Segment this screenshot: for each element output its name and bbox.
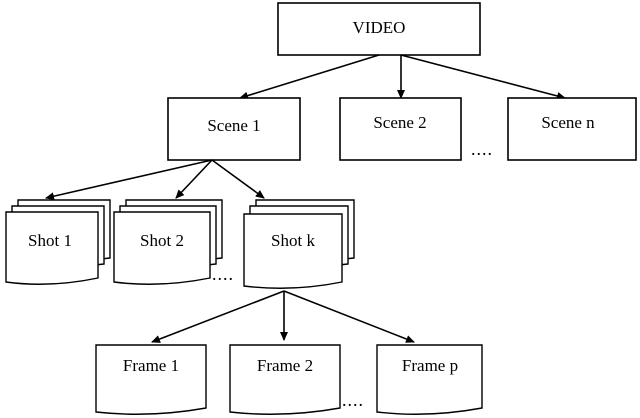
arrow-video-scenen	[400, 54, 566, 100]
frame-1-label: Frame 1	[123, 356, 179, 375]
video-label: VIDEO	[353, 18, 406, 37]
frame-p-label: Frame p	[402, 356, 458, 375]
shot-ellipsis: ....	[212, 264, 234, 284]
shot-2-label: Shot 2	[140, 231, 184, 250]
frame-1-node: Frame 1	[95, 344, 207, 415]
scene-1-label: Scene 1	[207, 116, 260, 135]
frame-ellipsis: ....	[342, 390, 364, 410]
video-node: VIDEO	[277, 2, 481, 56]
scene-ellipsis: ....	[471, 139, 493, 159]
frame-p-node: Frame p	[376, 344, 483, 415]
frame-2-label: Frame 2	[257, 356, 313, 375]
arrow-scene1-shot1	[45, 159, 213, 201]
frame-2-node: Frame 2	[229, 344, 341, 415]
shot-k-node: Shot k	[243, 199, 355, 289]
scene-2-label: Scene 2	[373, 113, 426, 132]
scene-2-node: Scene 2	[339, 97, 462, 161]
scene-n-node: Scene n	[507, 97, 637, 161]
scene-n-label: Scene n	[541, 113, 595, 132]
shot-2-node: Shot 2	[113, 199, 223, 285]
arrow-scene1-shotk	[211, 159, 265, 199]
shot-1-node: Shot 1	[5, 199, 111, 285]
arrow-video-scene1	[239, 54, 380, 100]
arrow-shotk-framep	[283, 290, 415, 343]
scene-1-node: Scene 1	[167, 97, 301, 161]
arrow-scene1-shot2	[175, 159, 213, 199]
arrow-shotk-frame1	[151, 290, 285, 343]
shot-k-label: Shot k	[271, 231, 315, 250]
shot-1-label: Shot 1	[28, 231, 72, 250]
